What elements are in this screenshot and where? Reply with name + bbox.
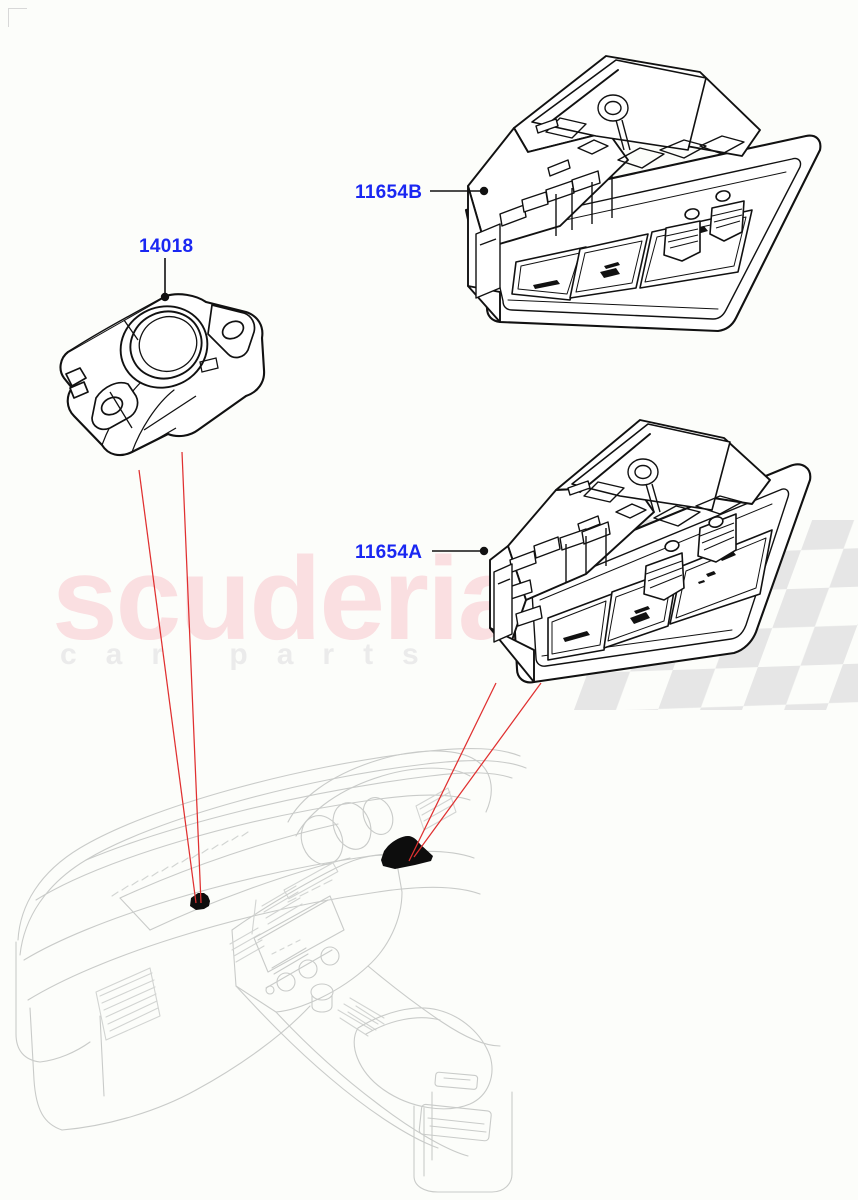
part-label-11654B[interactable]: 11654B <box>355 182 423 203</box>
leader-14018 <box>160 258 170 302</box>
leader-11654B <box>430 186 489 196</box>
callout-14018-b <box>181 451 202 904</box>
part-label-11654A[interactable]: 11654A <box>355 542 423 563</box>
callout-11654a-b <box>413 682 542 858</box>
part-label-14018[interactable]: 14018 <box>139 236 194 257</box>
mount-point-window-switch <box>381 836 433 869</box>
callout-11654a-a <box>408 682 497 862</box>
callout-14018-a <box>138 469 197 904</box>
corner-registration-mark <box>8 8 27 27</box>
leader-11654A <box>432 546 489 556</box>
